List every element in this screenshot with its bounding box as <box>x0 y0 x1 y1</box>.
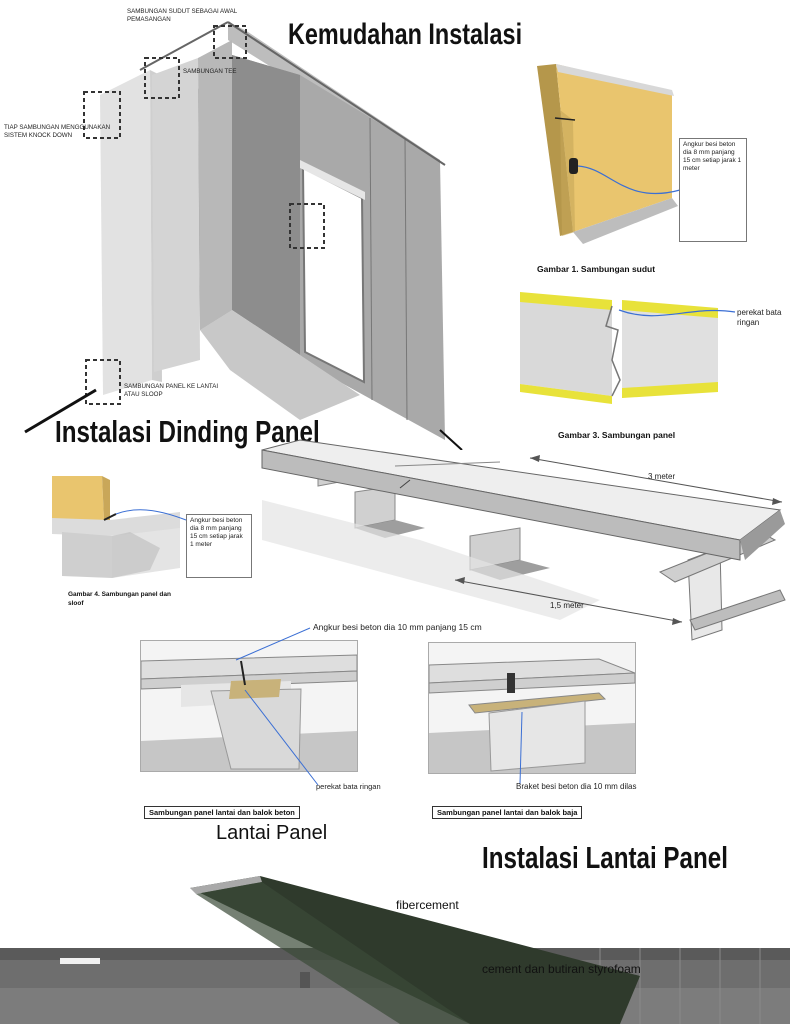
gambar4-note: Angkur besi beton dia 8 mm panjang 15 cm… <box>186 514 252 578</box>
gambar3-label: perekat bata ringan <box>737 308 782 327</box>
heading-instalasi-lantai-panel: Instalasi Lantai Panel <box>482 840 728 875</box>
floor-panel-photo <box>0 948 790 1024</box>
heading-kemudahan-instalasi: Kemudahan Instalasi <box>288 18 523 51</box>
core-label: cement dan butiran styrofoam <box>482 962 641 976</box>
perekat-label: perekat bata ringan <box>316 782 381 791</box>
callout-knock-down: TIAP SAMBUNGAN MENGGUNAKAN SISTEM KNOCK … <box>4 124 111 139</box>
fibercement-label: fibercement <box>396 898 459 912</box>
heading-instalasi-dinding-panel: Instalasi Dinding Panel <box>55 414 320 449</box>
caption-balok-baja: Sambungan panel lantai dan balok baja <box>432 806 583 819</box>
lantai-panel-label: Lantai Panel <box>216 822 328 844</box>
caption-balok-beton: Sambungan panel lantai dan balok beton <box>144 806 300 819</box>
gambar4-caption: Gambar 4. Sambungan panel dan sloof <box>68 591 171 607</box>
callout-panel-ke-lantai: SAMBUNGAN PANEL KE LANTAI ATAU SLOOP <box>124 383 219 398</box>
dim-length-label: 3 meter <box>648 472 676 481</box>
detail-beton-frame <box>140 640 358 772</box>
dim-spacing-label: 1,5 meter <box>550 601 584 610</box>
braket-label: Braket besi beton dia 10 mm dilas <box>516 782 637 791</box>
gambar1-caption: Gambar 1. Sambungan sudut <box>537 264 656 274</box>
angkur-label: Angkur besi beton dia 10 mm panjang 15 c… <box>313 622 482 632</box>
callout-sambungan-tee: SAMBUNGAN TEE <box>183 68 237 75</box>
gambar1-note: Angkur besi beton dia 8 mm panjang 15 cm… <box>679 138 747 242</box>
gambar3-caption: Gambar 3. Sambungan panel <box>558 430 676 440</box>
callout-sambungan-sudut: SAMBUNGAN SUDUT SEBAGAI AWAL PEMASANGAN <box>127 8 237 23</box>
wall-installation-drawing <box>24 21 463 450</box>
detail-baja-frame <box>428 642 636 774</box>
